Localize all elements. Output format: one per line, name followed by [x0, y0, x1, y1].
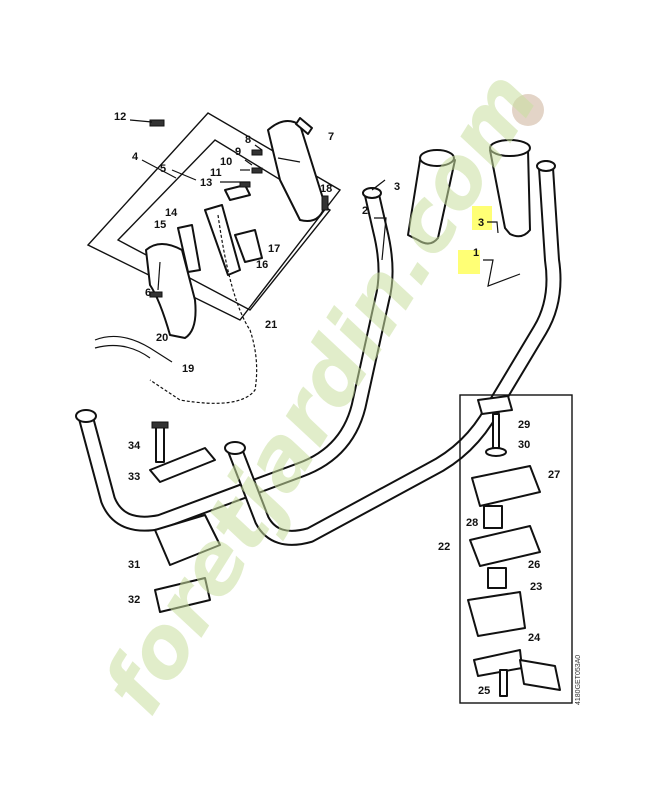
highlight-1 — [458, 250, 480, 274]
label-part-32: 32 — [128, 594, 140, 606]
label-part-22: 22 — [438, 541, 450, 553]
label-part-11: 11 — [210, 167, 222, 179]
label-part-13: 13 — [200, 177, 212, 189]
label-part-29: 29 — [518, 419, 530, 431]
grip-right — [489, 139, 531, 238]
label-part-4: 4 — [132, 151, 139, 163]
label-part-2: 2 — [362, 205, 368, 217]
label-part-24: 24 — [528, 632, 541, 644]
label-part-5: 5 — [160, 163, 166, 175]
label-part-9: 9 — [235, 146, 241, 158]
label-part-26: 26 — [528, 559, 540, 571]
watermark-ball-icon — [512, 94, 544, 126]
label-part-28: 28 — [466, 517, 478, 529]
clamp-assembly-left — [149, 421, 221, 613]
label-part-21: 21 — [265, 319, 277, 331]
label-part-27: 27 — [548, 469, 560, 481]
label-part-30: 30 — [518, 439, 530, 451]
label-part-31: 31 — [128, 559, 140, 571]
label-part-15: 15 — [154, 219, 166, 231]
label-part-1: 1 — [473, 247, 479, 259]
clamp-exploded-assembly — [459, 394, 573, 704]
handlebar-tube — [75, 160, 562, 546]
label-part-7: 7 — [328, 131, 334, 143]
label-part-3: 3 — [394, 181, 400, 193]
label-part-34: 34 — [128, 440, 141, 452]
control-handle-assembly — [86, 112, 342, 404]
label-part-19: 19 — [182, 363, 194, 375]
label-part-18: 18 — [320, 183, 332, 195]
label-part-3-highlighted: 3 — [478, 217, 484, 229]
label-part-17: 17 — [268, 243, 280, 255]
label-part-8: 8 — [245, 134, 251, 146]
label-part-14: 14 — [165, 207, 178, 219]
label-part-23: 23 — [530, 581, 542, 593]
label-part-10: 10 — [220, 156, 232, 168]
grip-left — [407, 149, 456, 245]
label-part-16: 16 — [256, 259, 268, 271]
diagram-reference: 4180GET053A0 — [575, 655, 582, 705]
highlight-3 — [472, 206, 492, 230]
part-labels: 1 2 3 3 4 5 6 7 8 9 10 11 12 13 14 15 16… — [114, 111, 560, 697]
label-part-20: 20 — [156, 332, 168, 344]
label-part-12: 12 — [114, 111, 126, 123]
label-part-25: 25 — [478, 685, 490, 697]
label-part-6: 6 — [145, 287, 151, 299]
label-part-33: 33 — [128, 471, 140, 483]
leader-lines — [129, 119, 521, 291]
